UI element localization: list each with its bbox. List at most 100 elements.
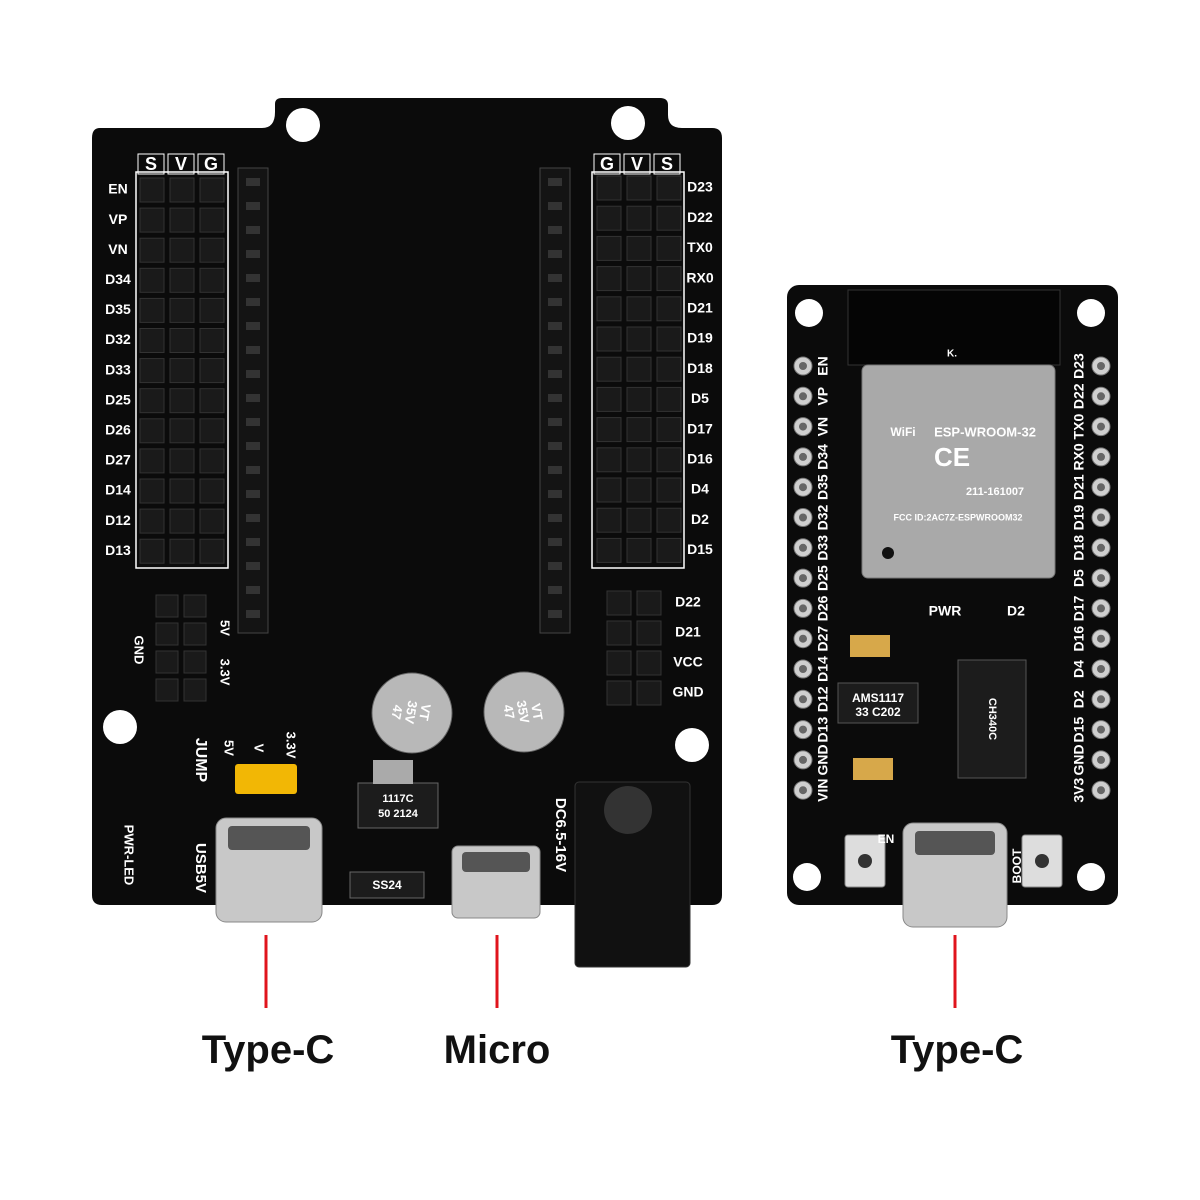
pin-hole [1097, 513, 1105, 522]
header-pin [199, 328, 225, 353]
ams1117-marking: 33 C202 [855, 705, 901, 719]
header-pin [596, 205, 622, 231]
header-label-box [137, 153, 165, 175]
mounting-hole [795, 299, 823, 327]
dev-pin-label-d19: D19 [1071, 504, 1087, 530]
pin-hole [1097, 665, 1105, 673]
header-pin [606, 620, 632, 646]
en-button-cap[interactable] [858, 854, 872, 868]
module-mark: K. [947, 349, 957, 360]
header-pin [656, 205, 682, 231]
capacitor-marking: VT [416, 703, 434, 722]
pin-label-vn: VN [108, 241, 127, 257]
pin-label-d19: D19 [687, 330, 713, 346]
usb-c-opening [915, 831, 995, 855]
header-pin [596, 266, 622, 292]
socket-hole [548, 202, 562, 210]
header-pin [199, 538, 225, 564]
header-pin [169, 267, 195, 293]
socket-hole [246, 178, 260, 186]
header-pin [636, 680, 662, 706]
pin-hole [799, 574, 807, 583]
dev-pin-label-rx0: RX0 [1071, 443, 1087, 470]
dev-pin-label-tx0: TX0 [1071, 414, 1087, 440]
power-5v-label: 5V [218, 620, 233, 636]
header-pin [199, 508, 225, 534]
mounting-hole [103, 710, 137, 744]
header-pin [139, 297, 165, 323]
capacitor-marking: 35V [514, 699, 533, 725]
header-label: S [661, 154, 673, 174]
boot-button-cap[interactable] [1035, 854, 1049, 868]
pin-label-d15: D15 [687, 541, 713, 557]
wifi-logo: WiFi [890, 425, 915, 439]
aux-pin-label: VCC [673, 654, 703, 670]
en-label: EN [878, 832, 895, 846]
socket-hole [548, 322, 562, 330]
dev-pin-label-d32: D32 [815, 504, 831, 530]
header-pin [626, 266, 652, 292]
header-pin [155, 650, 179, 674]
pin-hole [799, 513, 807, 522]
pin-label-d26: D26 [105, 422, 131, 438]
header-pin [636, 620, 662, 646]
socket-hole [246, 442, 260, 450]
dev-pin-label-en: EN [815, 356, 831, 375]
regulator-marking: 50 2124 [378, 808, 419, 820]
usb5v-label: USB5V [192, 843, 209, 893]
pin-label-d25: D25 [105, 391, 131, 407]
header-pin [626, 205, 652, 231]
esp-wroom-32-shield [861, 364, 1056, 579]
socket-hole [548, 442, 562, 450]
socket-hole [246, 586, 260, 594]
jumper-cap [235, 764, 297, 794]
pin-hole [799, 452, 807, 461]
header-pin [656, 296, 682, 322]
header-label-box [653, 153, 681, 175]
callout-micro: Micro [443, 1028, 551, 1072]
dev-pin-label-gnd: GND [815, 744, 831, 775]
pwr-led-label: PWR [929, 603, 962, 619]
header-pin [155, 594, 179, 618]
pin-label-d12: D12 [105, 512, 131, 528]
jump-v-label: V [252, 744, 267, 753]
jump-5v-label: 5V [222, 740, 237, 756]
antenna-area [847, 289, 1061, 366]
socket-hole [246, 394, 260, 402]
header-pin [199, 297, 225, 323]
pin-hole [799, 392, 807, 401]
header-pin [656, 477, 682, 503]
header-pin [606, 590, 632, 616]
pin-label-vp: VP [109, 211, 128, 227]
header-label-box [197, 153, 225, 175]
pin-hole [1097, 483, 1105, 492]
header-pin [169, 418, 195, 444]
header-pin [199, 358, 225, 384]
mounting-hole [611, 106, 645, 140]
socket-hole [548, 226, 562, 234]
pin-hole [799, 422, 807, 431]
header-pin [169, 328, 195, 353]
socket-hole [548, 394, 562, 402]
capacitor-marking: 47 [388, 704, 405, 721]
pin-label-d4: D4 [691, 481, 709, 497]
socket-hole [548, 298, 562, 306]
micro-usb-opening [462, 852, 530, 872]
header-pin [656, 326, 682, 352]
socket-hole [548, 514, 562, 522]
dev-pin-label-d33: D33 [815, 535, 831, 561]
header-pin [626, 507, 652, 533]
header-pin [656, 266, 682, 292]
pin-hole [1097, 786, 1105, 795]
dev-pin-label-d16: D16 [1071, 626, 1087, 652]
header-pin [636, 650, 662, 676]
capacitor-marking: 35V [402, 699, 421, 725]
pin-hole [799, 604, 807, 613]
socket-hole [246, 226, 260, 234]
header-pin [169, 177, 195, 203]
aux-pin-label: D21 [675, 624, 701, 640]
pin-label-d13: D13 [105, 542, 131, 558]
header-pin [139, 177, 165, 203]
socket-hole [548, 586, 562, 594]
dev-pin-label-vp: VP [815, 387, 831, 406]
